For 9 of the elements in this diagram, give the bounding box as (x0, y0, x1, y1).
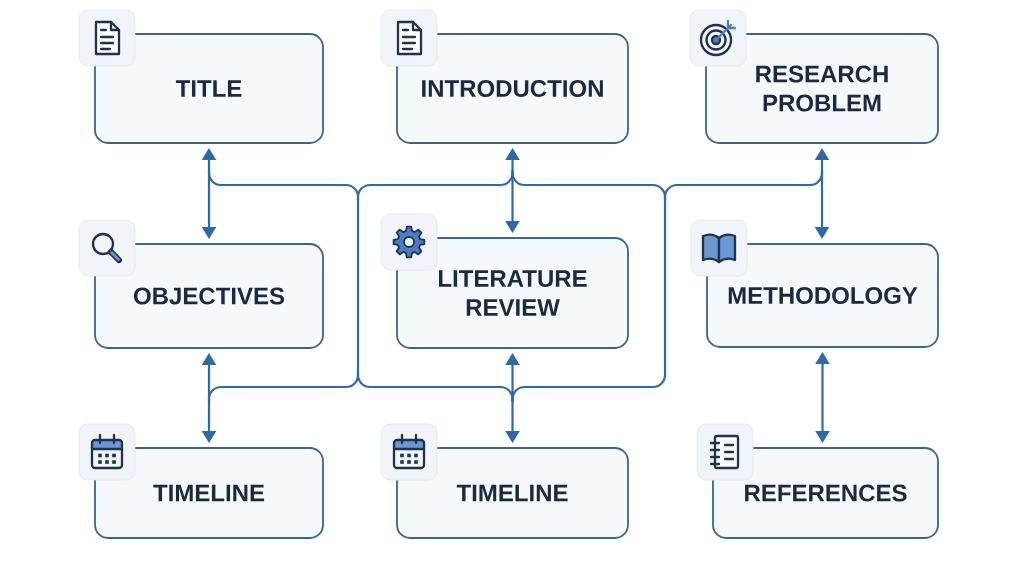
section-box: INTRODUCTION (396, 33, 629, 144)
section-box: TIMELINE (94, 447, 324, 539)
section-box: TIMELINE (396, 447, 629, 539)
section-box: OBJECTIVES (94, 243, 324, 349)
section-box: RESEARCH PROBLEM (705, 33, 939, 144)
section-box: REFERENCES (712, 447, 939, 539)
section-box: LITERATURE REVIEW (396, 237, 629, 349)
section-box: METHODOLOGY (706, 243, 939, 348)
section-box: TITLE (94, 33, 324, 144)
